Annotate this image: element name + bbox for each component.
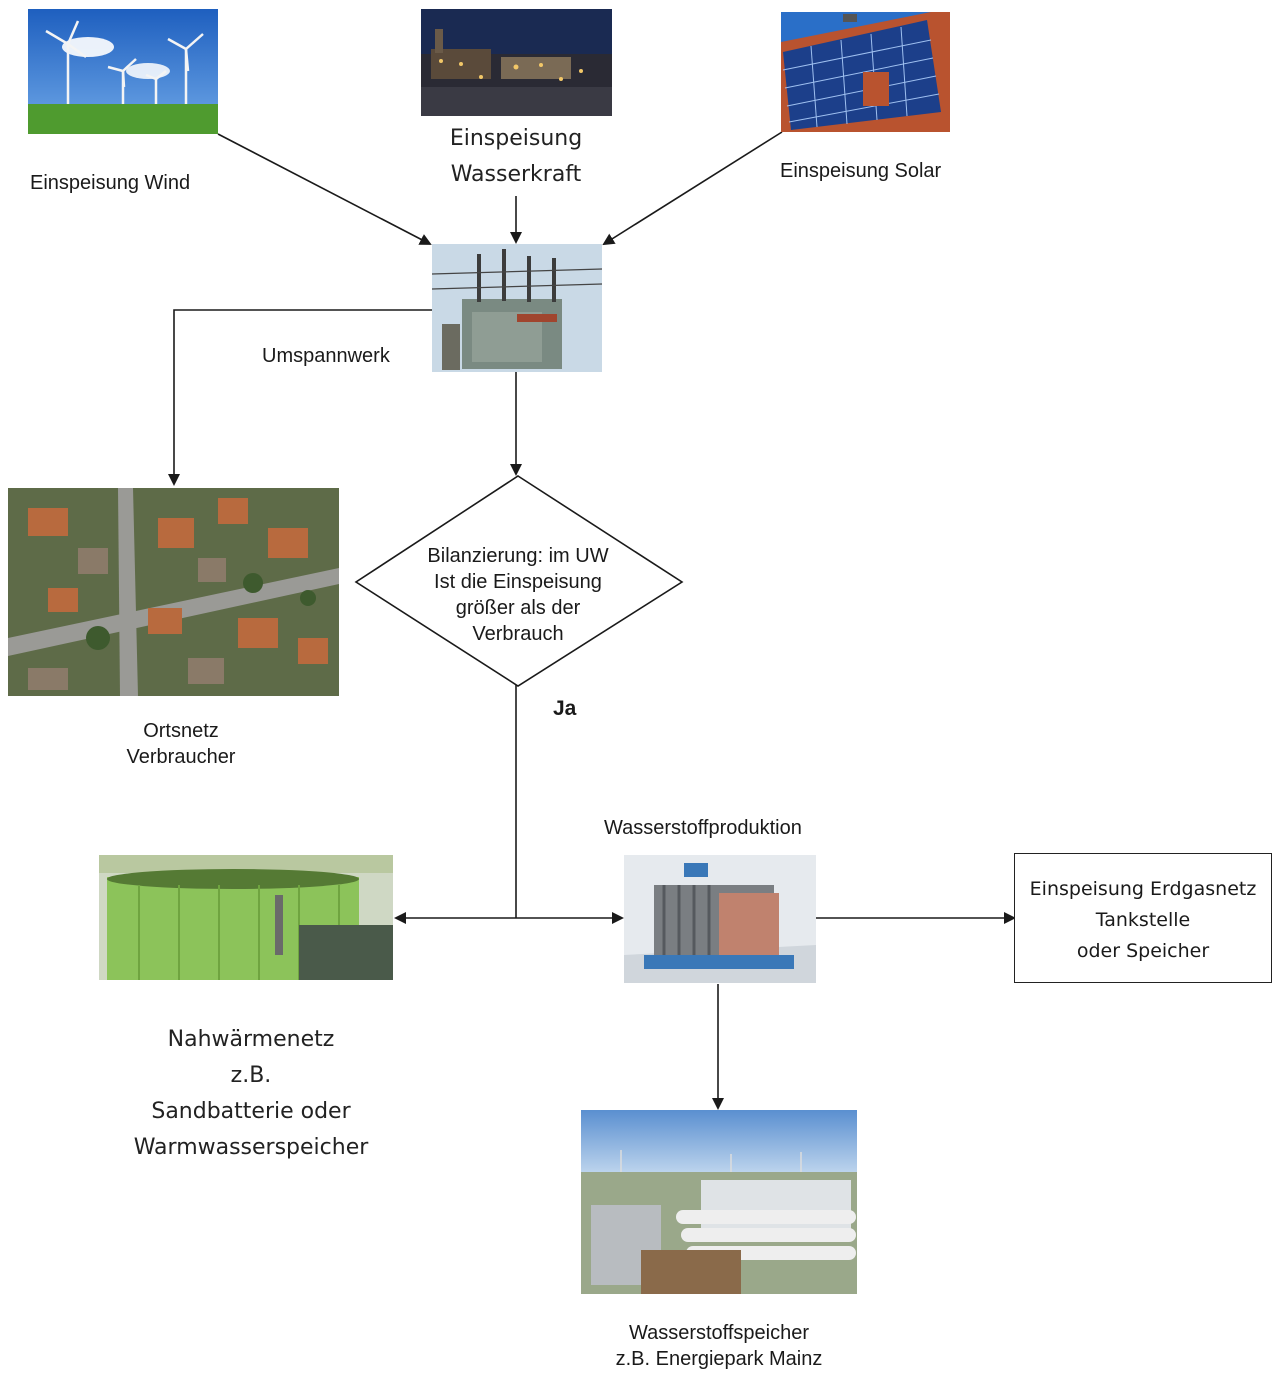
label-solar: Einspeisung Solar [780, 160, 942, 182]
hydrogen-storage-plant-photo [581, 1110, 857, 1294]
solar-roof-photo [781, 12, 950, 132]
arrow-solar-to-substation [602, 131, 783, 246]
label-h2-production: Wasserstoffproduktion [604, 817, 802, 839]
label-hydro: Einspeisung Wasserkraft [449, 126, 583, 187]
decision-text: Bilanzierung: im UW Ist die Einspeisung … [427, 545, 609, 645]
label-wind: Einspeisung Wind [30, 172, 191, 194]
decision-diamond [354, 475, 684, 687]
electrolyzer-photo [624, 855, 816, 983]
label-gas-grid: Einspeisung Erdgasnetz Tankstelle oder S… [1029, 878, 1257, 962]
yes-label: Ja [553, 697, 577, 720]
label-local-grid: Ortsnetz Verbraucher [126, 720, 236, 768]
hydropower-town-photo [421, 9, 612, 116]
label-heat: Nahwärmenetz z.B. Sandbatterie oder Warm… [133, 1027, 369, 1160]
arrow-substation-to-local-grid [168, 309, 432, 486]
arrow-wind-to-substation [217, 133, 432, 245]
label-h2-storage: Wasserstoffspeicher z.B. Energiepark Mai… [615, 1322, 823, 1370]
gas-grid-box: Einspeisung Erdgasnetz Tankstelle oder S… [1014, 853, 1272, 983]
aerial-village-photo [8, 488, 339, 696]
heat-storage-tank-photo [99, 855, 393, 980]
label-substation: Umspannwerk [262, 345, 390, 367]
wind-turbines-photo [28, 9, 218, 134]
transformer-photo [432, 244, 602, 372]
